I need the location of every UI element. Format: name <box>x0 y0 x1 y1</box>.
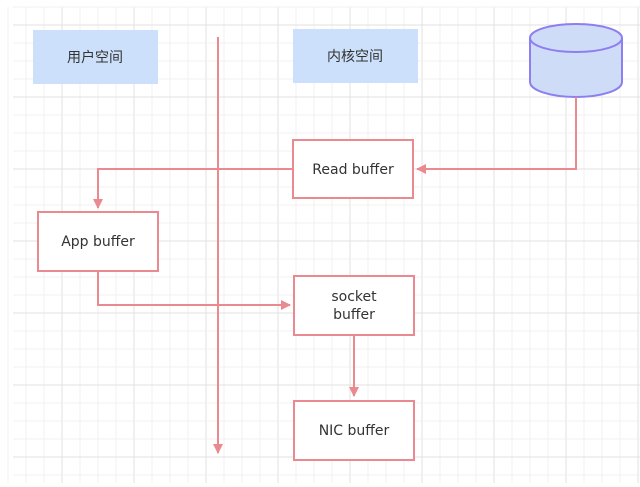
node-app-buffer[interactable]: App buffer <box>37 211 159 272</box>
lane-user-space-box <box>33 30 158 84</box>
lane-kernel-space[interactable]: 内核空间 <box>293 29 418 83</box>
nic-buffer-label: NIC buffer <box>319 423 390 439</box>
edge-disk-to-read-buffer <box>416 97 577 174</box>
socket-buffer-label-line1: socket <box>331 289 377 305</box>
edge-app-buffer-to-socket-buffer <box>97 271 291 310</box>
lane-user-space-label: 用户空间 <box>67 49 123 66</box>
read-buffer-label: Read buffer <box>312 162 394 178</box>
app-buffer-box <box>37 211 159 272</box>
read-buffer-box <box>292 139 414 199</box>
node-nic-buffer[interactable]: NIC buffer <box>293 400 415 461</box>
lane-user-space[interactable]: 用户空间 <box>33 30 158 84</box>
socket-buffer-label-line2: buffer <box>333 307 375 323</box>
disk-top <box>529 23 623 53</box>
edge-read-buffer-to-app-buffer <box>93 168 293 209</box>
disk-cylinder-icon[interactable] <box>529 23 623 98</box>
lane-kernel-space-box <box>293 29 418 83</box>
app-buffer-label: App buffer <box>61 234 135 250</box>
lane-kernel-space-label: 内核空间 <box>327 49 383 65</box>
nic-buffer-box <box>293 400 415 461</box>
socket-buffer-box <box>293 275 415 336</box>
node-socket-buffer[interactable]: socket buffer <box>293 275 415 336</box>
node-read-buffer[interactable]: Read buffer <box>292 139 414 199</box>
